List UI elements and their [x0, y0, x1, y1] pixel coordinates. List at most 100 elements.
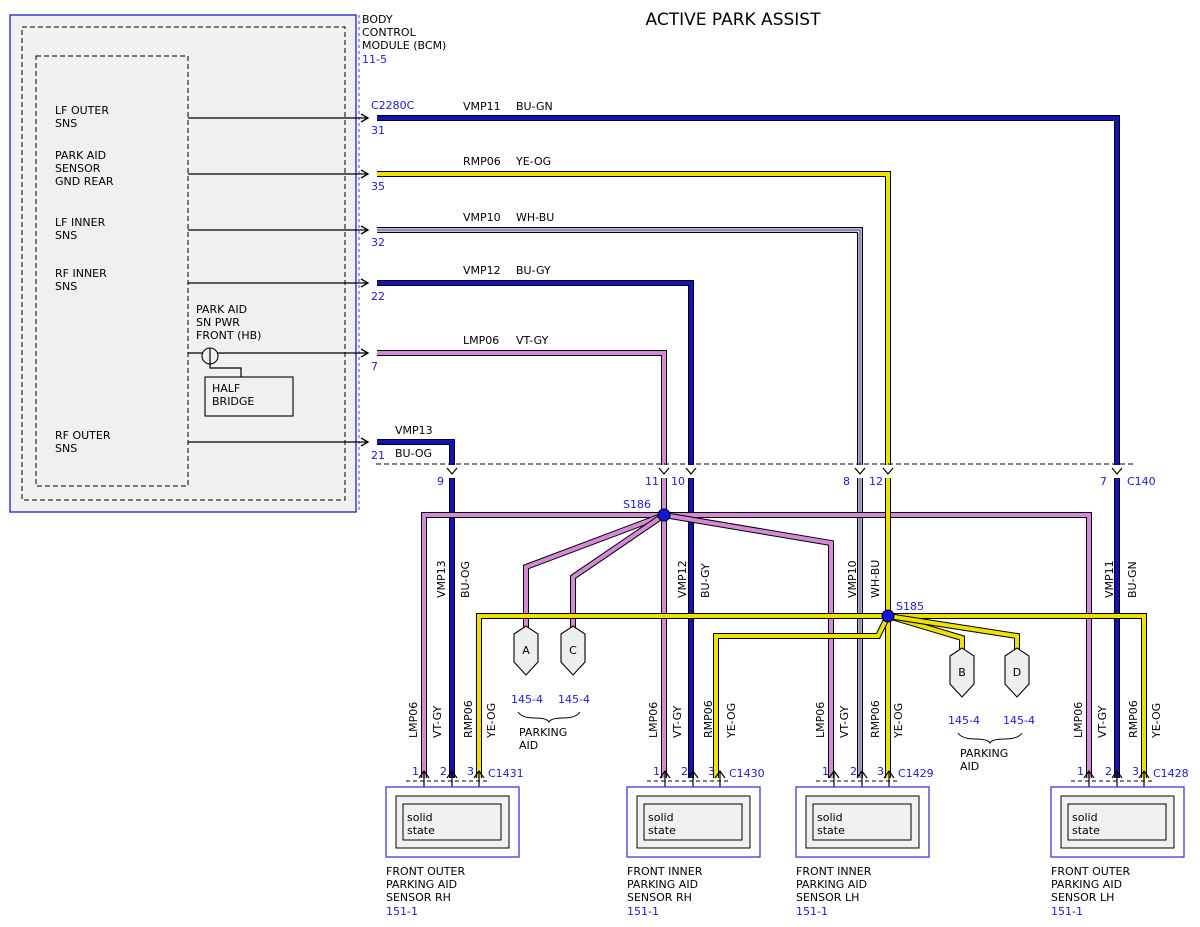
half-bridge-label-1: HALF — [212, 382, 240, 395]
parking-aid-left-brace — [517, 711, 581, 724]
pin-22: 22 — [371, 290, 385, 303]
pin35-label-1: PARK AID — [55, 149, 106, 162]
sensor-2-wire-label-3: RMP06 — [702, 700, 715, 738]
sensor-connector-name: C1431 — [488, 767, 524, 780]
sensor-connector-name: C1430 — [729, 767, 765, 780]
c140-pin-7: 7 — [1100, 475, 1107, 488]
wire-vmp12-outline — [377, 280, 694, 465]
ref-tag-shape — [1004, 647, 1030, 698]
bcm-module: BODY CONTROL MODULE (BCM) 11-5 LF OUTER … — [9, 13, 446, 513]
parking-aid-right-label-1: PARKING — [960, 747, 1008, 760]
bcm-name-line-2: CONTROL — [362, 26, 417, 39]
sensor-3-wire-label-1: LMP06 — [814, 702, 827, 738]
sensor-pin-3: 3 — [708, 765, 715, 778]
wires — [377, 115, 1147, 778]
sensor-inner — [643, 803, 743, 841]
wire-lmp06-c1428 — [664, 513, 1091, 778]
pin31-label-2: SNS — [55, 117, 77, 130]
wire-vmp11 — [377, 116, 1119, 465]
pin22-label-2: SNS — [55, 280, 77, 293]
vwire-vmp12-circuit: VMP12 — [676, 560, 689, 598]
sensor-inner-label-1: solid — [648, 811, 674, 824]
wire-vmp13 — [377, 440, 454, 465]
vwire-vmp11-circuit: VMP11 — [1103, 560, 1116, 598]
sensor-pin-arrow — [1138, 769, 1150, 779]
wire-22-circuit: VMP12 — [463, 264, 501, 277]
wire-22-color: BU-GY — [516, 264, 551, 277]
sensor-name-1: FRONT INNER — [627, 865, 703, 878]
vwire-vmp13-circuit: VMP13 — [435, 560, 448, 598]
sensor-pin-1: 1 — [822, 765, 829, 778]
sensor-pin-arrow — [828, 769, 840, 779]
sensor-pin-1: 1 — [1077, 765, 1084, 778]
wire-vmp11-outline — [377, 115, 1120, 465]
sensor-name-2: PARKING AID — [1051, 878, 1122, 891]
parking-aid-left-label-1: PARKING — [519, 726, 567, 739]
sensor-pin-arrow — [856, 769, 868, 779]
bcm-connector-name: C2280C — [371, 99, 415, 112]
wire-31-circuit: VMP11 — [463, 100, 501, 113]
sensor-connector-name: C1429 — [898, 767, 934, 780]
sensor-1-wire-label-4: YE-OG — [485, 703, 498, 739]
vwire-vmp12-color: BU-GY — [699, 563, 712, 598]
sensor-pin-3: 3 — [467, 765, 474, 778]
sensor-1-wire-label-2: VT-GY — [431, 705, 444, 738]
pin-35: 35 — [371, 180, 385, 193]
pin32-label-1: LF INNER — [55, 216, 106, 229]
sensor-name-3: SENSOR RH — [627, 891, 692, 904]
sensor-3-wire-label-4: YE-OG — [892, 703, 905, 739]
sensor-inner-label-2: state — [817, 824, 845, 837]
splice-s186 — [657, 508, 671, 522]
wire-vmp10-tracer — [377, 229, 861, 465]
pin35-label-2: SENSOR — [55, 162, 101, 175]
wire-7-circuit: LMP06 — [463, 334, 499, 347]
wire-21-circuit: VMP13 — [395, 424, 433, 437]
sensor-inner — [402, 803, 502, 841]
sensor-name-2: PARKING AID — [386, 878, 457, 891]
wire-lmp06-c1429 — [663, 513, 833, 778]
wire-rmp06-outline — [377, 171, 891, 465]
sensor-3-wire-label-2: VT-GY — [838, 705, 851, 738]
sensor-2-wire-label-1: LMP06 — [647, 702, 660, 738]
pin35-label-3: GND REAR — [55, 175, 114, 188]
vwire-vmp10-circuit: VMP10 — [846, 560, 859, 598]
c140-pin-11: 11 — [645, 475, 659, 488]
pin22-label-1: RF INNER — [55, 267, 107, 280]
sensor-inner-label-1: solid — [1072, 811, 1098, 824]
sensor-pin-arrow — [659, 769, 671, 779]
wire-vmp12 — [377, 281, 693, 465]
sensor-ref: 151-1 — [796, 905, 828, 918]
sensor-name-1: FRONT OUTER — [1051, 865, 1130, 878]
sensor-connector-name: C1428 — [1153, 767, 1189, 780]
sensor-pin-2: 2 — [681, 765, 688, 778]
pin-21: 21 — [371, 449, 385, 462]
pin-32: 32 — [371, 236, 385, 249]
sensor-name-1: FRONT OUTER — [386, 865, 465, 878]
sensor-2-wire-label-2: VT-GY — [671, 705, 684, 738]
wire-32-circuit: VMP10 — [463, 211, 501, 224]
sensor-pin-3: 3 — [877, 765, 884, 778]
pin21-label-2: SNS — [55, 442, 77, 455]
sensor-pin-3: 3 — [1132, 765, 1139, 778]
sensor-pin-2: 2 — [440, 765, 447, 778]
sensor-pin-arrow — [883, 769, 895, 779]
bcm-name-line-1: BODY — [362, 13, 393, 26]
sensor-inner-label-2: state — [407, 824, 435, 837]
wire-7-color: VT-GY — [516, 334, 549, 347]
c140-pin-8: 8 — [843, 475, 850, 488]
wire-35-color: YE-OG — [515, 155, 551, 168]
wire-rmp06-c1430 — [714, 615, 890, 778]
ref-tag-shape — [560, 625, 586, 676]
wire-rmp06 — [377, 172, 890, 465]
half-bridge-label-2: BRIDGE — [212, 395, 254, 408]
sensor-name-3: SENSOR LH — [796, 891, 859, 904]
wire-31-color: BU-GN — [516, 100, 553, 113]
